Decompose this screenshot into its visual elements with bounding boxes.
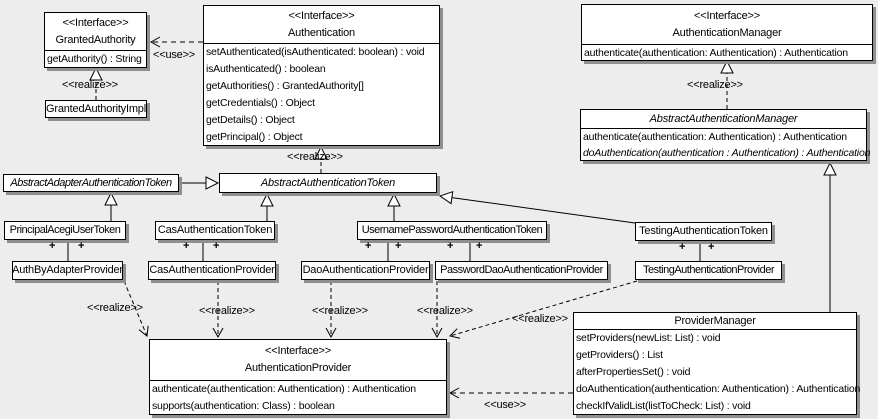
class-name: AuthenticationProvider — [244, 362, 352, 374]
stereotype: <<Interface>> — [62, 16, 129, 29]
class-authentication-manager: <<Interface>> AuthenticationManager auth… — [581, 4, 873, 61]
class-principal-acegi-user-token: PrincipalAcegiUserToken — [4, 221, 126, 240]
realize-label: <<realize>> — [287, 151, 343, 163]
class-name: AuthenticationManager — [672, 26, 782, 39]
gen-testingauthenticationtoken-abstractauthenticationtoken — [438, 190, 636, 224]
class-abstract-authentication-token: AbstractAuthenticationToken — [219, 173, 437, 193]
realize-label: <<realize>> — [512, 313, 568, 325]
method: setProviders(newList: List) : void — [576, 332, 721, 344]
class-granted-authority: <<Interface>> GrantedAuthority getAuthor… — [44, 12, 147, 68]
multiplicity-plus: + — [78, 240, 85, 252]
class-name: PasswordDaoAuthenticationProvider — [440, 264, 603, 276]
method: getProviders() : List — [576, 349, 663, 361]
class-dao-authentication-provider: DaoAuthenticationProvider — [301, 261, 430, 280]
class-name: ProviderManager — [674, 315, 756, 327]
class-name: PrincipalAcegiUserToken — [9, 224, 121, 236]
method-abstract: doAuthentication(authentication : Authen… — [583, 147, 871, 159]
use-label: <<use>> — [153, 49, 196, 61]
class-provider-manager: ProviderManager setProviders(newList: Li… — [573, 312, 861, 415]
class-name: DaoAuthenticationProvider — [302, 264, 429, 276]
method: getAuthority() : String — [47, 53, 142, 65]
class-name: AbstractAuthenticationManager — [649, 112, 798, 125]
realize-label: <<realize>> — [87, 302, 143, 314]
multiplicity-plus: + — [49, 240, 56, 252]
multiplicity-plus: + — [213, 240, 220, 252]
method: authenticate(authentication: Authenticat… — [583, 131, 847, 143]
multiplicity-plus: + — [365, 240, 372, 252]
method: isAuthenticated() : boolean — [206, 63, 326, 75]
realize-label: <<realize>> — [312, 305, 368, 317]
multiplicity-plus: + — [183, 240, 190, 252]
class-name: AuthByAdapterProvider — [12, 264, 123, 276]
stereotype: <<Interface>> — [265, 345, 331, 357]
method: afterPropertiesSet() : void — [576, 366, 691, 378]
method: supports(authentication: Class) : boolea… — [152, 400, 335, 412]
class-testing-authentication-token: TestingAuthenticationToken — [635, 222, 772, 241]
class-name: Authentication — [288, 26, 355, 39]
multiplicity-plus: + — [395, 240, 402, 252]
multiplicity-plus: + — [679, 241, 686, 253]
class-name: CasAuthenticationProvider — [149, 264, 275, 276]
class-name: GrantedAuthorityImpl — [46, 102, 146, 115]
method: getAuthorities() : GrantedAuthority[] — [206, 80, 364, 92]
stereotype: <<Interface>> — [288, 9, 355, 22]
class-abstract-adapter-authentication-token: AbstractAdapterAuthenticationToken — [3, 174, 179, 192]
class-name: TestingAuthenticationToken — [639, 225, 768, 237]
use-label: <<use>> — [484, 399, 527, 411]
multiplicity-plus: + — [708, 241, 715, 253]
class-name: GrantedAuthority — [55, 33, 136, 46]
method: checkIfValidList(listToCheck: List) : vo… — [576, 400, 751, 412]
class-authentication-provider: <<Interface>> AuthenticationProvider aut… — [149, 339, 447, 415]
method: getDetails() : Object — [206, 114, 295, 126]
realize-label: <<realize>> — [199, 305, 255, 317]
stereotype: <<Interface>> — [694, 9, 760, 22]
class-name: AbstractAuthenticationToken — [260, 176, 396, 189]
realize-label: <<realize>> — [687, 79, 743, 91]
class-testing-authentication-provider: TestingAuthenticationProvider — [635, 261, 782, 280]
class-auth-by-adapter-provider: AuthByAdapterProvider — [12, 261, 123, 280]
method: authenticate(authentication: Authenticat… — [584, 47, 848, 59]
realize-label: <<realize>> — [417, 305, 473, 317]
multiplicity-plus: + — [447, 240, 454, 252]
method: setAuthenticated(isAuthenticated: boolea… — [206, 46, 425, 58]
class-name: TestingAuthenticationProvider — [642, 264, 775, 276]
class-name: CasAuthenticationToken — [157, 224, 273, 236]
realize-testingauthenticationprovider-authenticationprovider — [449, 280, 638, 339]
realize-authbyadapterprovider-authenticationprovider — [123, 280, 149, 337]
class-username-password-authentication-token: UsernamePasswordAuthenticationToken — [357, 221, 547, 240]
class-cas-authentication-provider: CasAuthenticationProvider — [148, 261, 276, 280]
method: authenticate(authentication: Authenticat… — [152, 383, 416, 395]
class-cas-authentication-token: CasAuthenticationToken — [155, 221, 275, 240]
class-name: AbstractAdapterAuthenticationToken — [10, 176, 172, 189]
multiplicity-plus: + — [476, 240, 483, 252]
method: getCredentials() : Object — [206, 97, 315, 109]
class-authentication: <<Interface>> Authentication setAuthenti… — [203, 5, 440, 146]
realize-label: <<realize>> — [62, 79, 118, 91]
method: doAuthentication(authentication: Authent… — [576, 383, 861, 395]
class-password-dao-authentication-provider: PasswordDaoAuthenticationProvider — [435, 261, 608, 280]
class-abstract-authentication-manager: AbstractAuthenticationManager authentica… — [580, 109, 871, 161]
method: getPrincipal() : Object — [206, 131, 303, 143]
class-granted-authority-impl: GrantedAuthorityImpl — [45, 100, 147, 118]
class-name: UsernamePasswordAuthenticationToken — [361, 224, 543, 236]
